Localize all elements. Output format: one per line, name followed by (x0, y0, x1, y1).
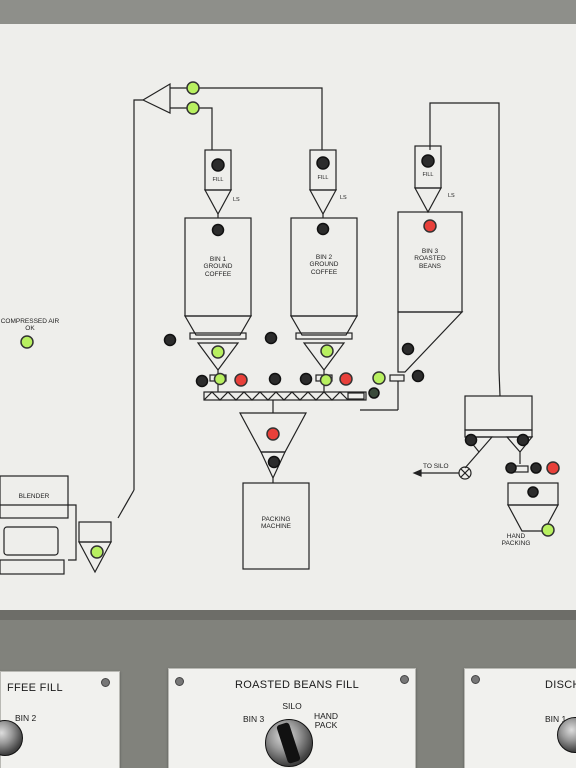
lamp-off (267, 455, 281, 469)
roasted-beans-fill-plate: ROASTED BEANS FILL SILO BIN 3 HAND PACK (168, 668, 416, 768)
compressed-air-label: COMPRESSED AIR OK (0, 318, 60, 333)
hand-pack-position-label: HAND PACK (313, 711, 339, 731)
left-feed-spring (117, 489, 135, 519)
roasted-beans-fill-title: ROASTED BEANS FILL (235, 679, 359, 691)
plate-screw (175, 677, 184, 686)
bin2-label: BIN 2 GROUND COFFEE (309, 254, 339, 276)
red-indicator-lamp (234, 373, 248, 387)
bin1-position-label: BIN 1 (545, 714, 567, 724)
bin1-label: BIN 1 GROUND COFFEE (203, 256, 233, 278)
green-indicator-lamp (372, 371, 386, 385)
coffee-fill-selector-knob[interactable] (0, 720, 23, 756)
lamp-off (268, 372, 282, 386)
discharge-plate: DISCHA BIN 1 (464, 668, 576, 768)
screw-conveyor (203, 391, 367, 401)
lamp-off (505, 462, 517, 474)
bin3-level-switch-label: LS (448, 193, 455, 199)
bin3-feed-spring (498, 369, 501, 397)
green-indicator-lamp (186, 101, 200, 115)
indicator-lamps (20, 81, 560, 559)
red-indicator-lamp (266, 427, 280, 441)
fill-pushbutton (211, 158, 225, 172)
discharge-title: DISCHA (545, 679, 576, 691)
gate-lamp-off (401, 342, 415, 356)
coffee-fill-title: FFEE FILL (7, 682, 63, 694)
mimic-panel (0, 24, 576, 616)
bin3-fill-label: FILL (422, 172, 434, 178)
green-indicator-lamp (320, 344, 334, 358)
silo-position-label: SILO (282, 701, 302, 711)
red-indicator-lamp (423, 219, 437, 233)
gate-lamp-off (264, 331, 278, 345)
green-indicator-lamp (319, 373, 333, 387)
to-silo-label: TO SILO (423, 463, 449, 470)
blender-body (0, 475, 69, 519)
gate-lamp-off (163, 333, 177, 347)
level-lamp-off (316, 222, 330, 236)
cyclone-triangle (141, 82, 171, 114)
return-pipe-line (170, 107, 213, 150)
bin1-fill-label: FILL (212, 177, 224, 183)
bin3-label: BIN 3 ROASTED BEANS (414, 248, 446, 270)
red-indicator-lamp (546, 461, 560, 475)
bin1-discharge-cone (196, 342, 240, 372)
plate-screw (101, 678, 110, 687)
bin2-position-label: BIN 2 (15, 713, 37, 723)
conveyor-motor-lamp (368, 387, 380, 399)
hand-packing-label: HAND PACKING (501, 533, 531, 548)
top-pipe-line (170, 87, 323, 150)
bin1-level-switch-label: LS (233, 197, 240, 203)
coffee-fill-plate: FFEE FILL BIN 2 (0, 671, 120, 768)
bin2-fill-label: FILL (317, 175, 329, 181)
blender-label: BLENDER (18, 493, 50, 500)
fill-pushbutton (421, 154, 435, 168)
lamp-off (299, 372, 313, 386)
selector-handle (276, 721, 301, 765)
roasted-beans-selector-knob[interactable] (265, 719, 313, 767)
green-indicator-lamp (211, 345, 225, 359)
compressed-air-lamp (20, 335, 34, 349)
bin1-slide-gate (189, 332, 247, 340)
left-feed-line (133, 99, 143, 490)
discharge-hopper (464, 395, 533, 431)
red-indicator-lamp (339, 372, 353, 386)
bin2-fill-hopper (309, 149, 337, 191)
lamp-off (527, 486, 539, 498)
plate-screw (471, 675, 480, 684)
bin2-discharge-cone (302, 342, 346, 372)
green-indicator-lamp (90, 545, 104, 559)
level-lamp-off (211, 223, 225, 237)
plate-screw (400, 675, 409, 684)
lamp-off (516, 433, 530, 447)
lamp-off (464, 433, 478, 447)
green-indicator-lamp (541, 523, 555, 537)
lamp-off (195, 374, 209, 388)
packing-machine-box (242, 482, 310, 570)
bin2-slide-gate (295, 332, 353, 340)
bin2-level-switch-label: LS (340, 195, 347, 201)
bin3-position-label: BIN 3 (243, 714, 265, 724)
lamp-off (411, 369, 425, 383)
bin3-feed-line (429, 102, 500, 370)
green-indicator-lamp (186, 81, 200, 95)
blender-feed-hopper (78, 521, 112, 543)
lamp-off (530, 462, 542, 474)
fill-pushbutton (316, 156, 330, 170)
green-indicator-lamp (213, 372, 227, 386)
packing-machine-label: PACKING MACHINE (261, 516, 291, 531)
